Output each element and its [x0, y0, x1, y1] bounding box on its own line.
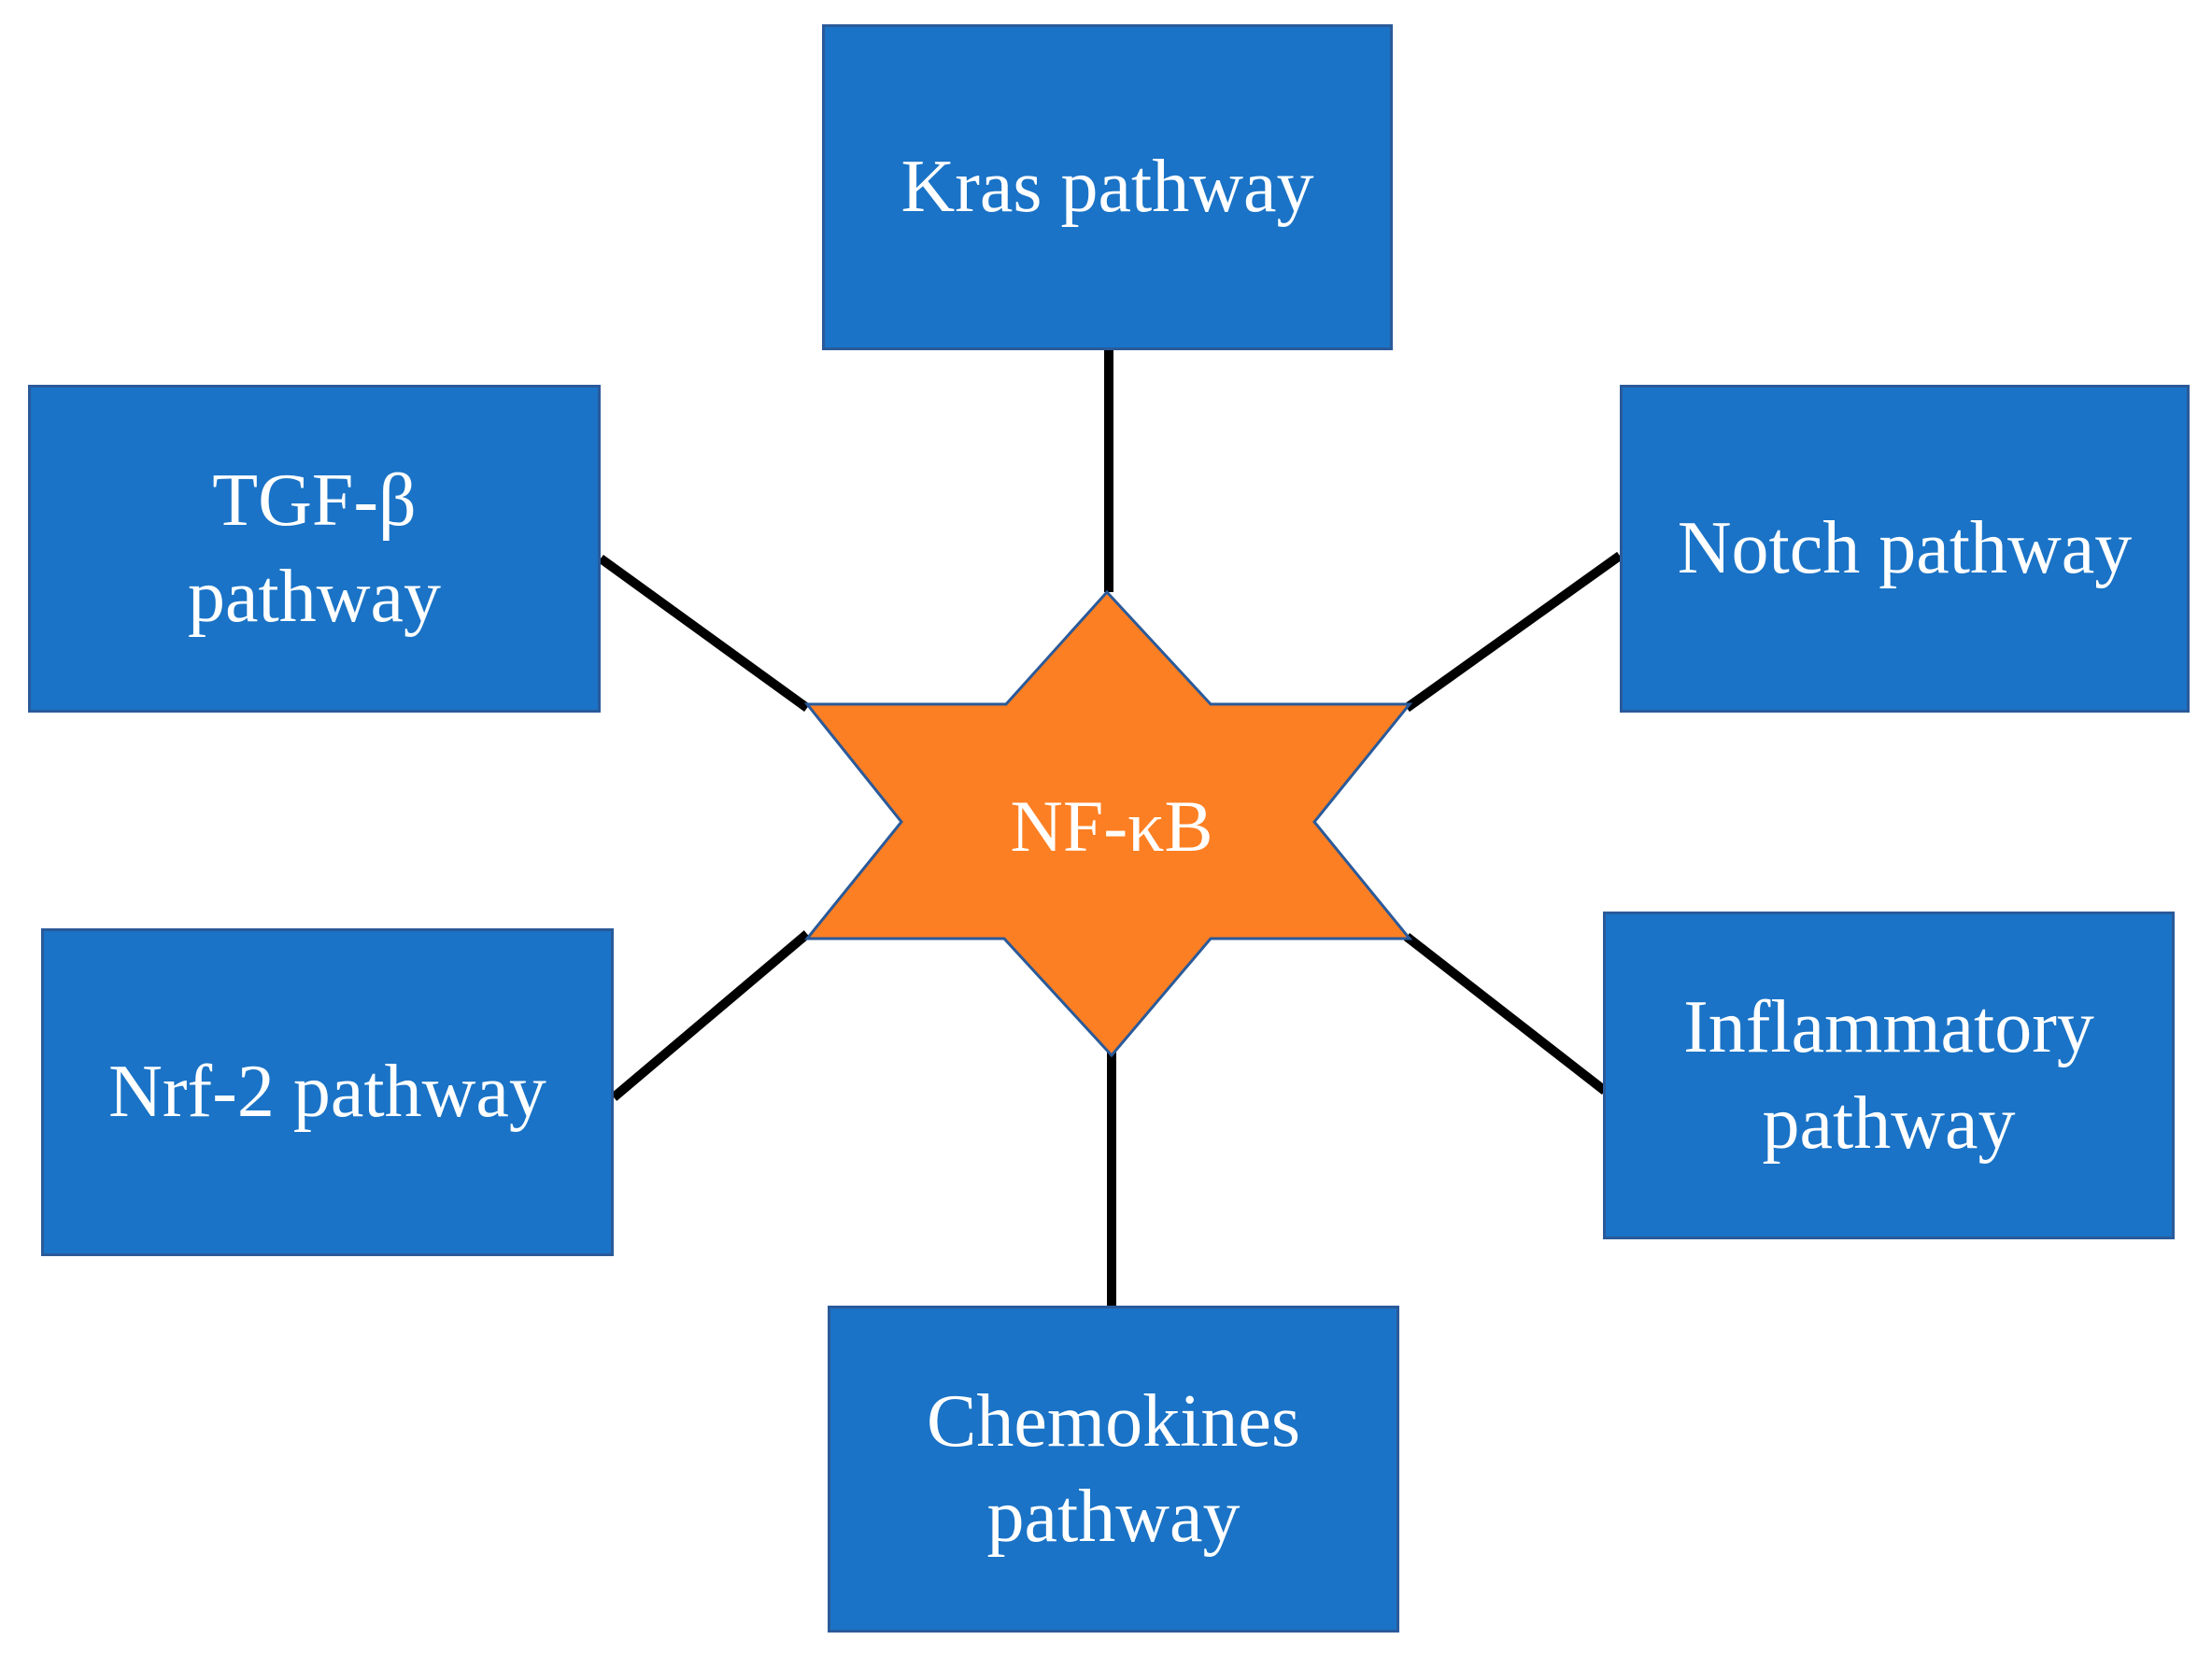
kras-pathway-label: Kras pathway: [900, 146, 1314, 229]
notch-pathway-node: Notch pathway: [1620, 385, 2190, 713]
chemokines-label-line2: pathway: [986, 1476, 1241, 1558]
connector-nrf: [610, 930, 811, 1101]
connector-notch: [1404, 551, 1623, 713]
nfkb-hub-label: NF-κB: [1010, 785, 1213, 867]
tgf-beta-label-line2: pathway: [187, 555, 441, 638]
chemokines-label-line1: Chemokines: [927, 1379, 1300, 1463]
connector-tgf: [598, 554, 810, 713]
connector-inflammatory: [1403, 933, 1609, 1095]
tgf-beta-label-line1: TGF-β: [212, 459, 417, 543]
tgf-beta-pathway-node: TGF-β pathway: [28, 385, 601, 713]
inflammatory-label-line1: Inflammatory: [1683, 986, 2094, 1069]
nrf2-pathway-label: Nrf-2 pathway: [108, 1051, 546, 1134]
kras-pathway-node: Kras pathway: [822, 24, 1393, 350]
inflammatory-label-line2: pathway: [1762, 1081, 2016, 1165]
notch-pathway-label: Notch pathway: [1677, 507, 2133, 590]
nrf2-pathway-node: Nrf-2 pathway: [41, 928, 614, 1256]
inflammatory-pathway-node: Inflammatory pathway: [1603, 912, 2175, 1239]
nfkb-star-shape: [803, 589, 1413, 1058]
chemokines-pathway-node: Chemokines pathway: [828, 1306, 1399, 1633]
